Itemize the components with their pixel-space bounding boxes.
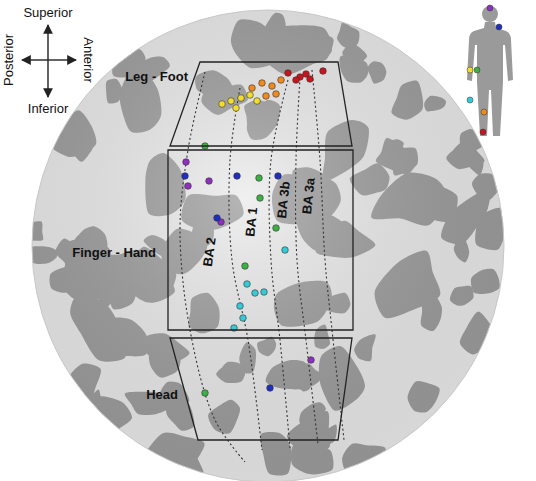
area-boundaries [180,70,344,462]
electrode-dot [183,159,190,166]
figure-body [467,22,513,136]
electrode-dot [275,173,282,180]
electrode-dot [238,95,245,102]
electrode-dot [242,263,249,270]
electrode-dot [233,105,240,112]
figure-dot [481,109,487,115]
electrode-dot [263,93,270,100]
region-outline [168,150,353,330]
figure-dot [474,67,480,73]
electrode-dot [259,80,266,87]
region-border [168,150,353,330]
area-boundary [180,72,245,462]
direction-label: Posterior [2,34,16,86]
electrode-dot [252,290,259,297]
area-label: BA 1 [243,207,260,237]
figure-head [482,6,498,22]
electrode-dot [257,195,264,202]
body-region-box: Head [170,338,352,440]
sphere-shading [32,10,504,481]
region-label: Leg - Foot [125,70,188,84]
electrode-dot [308,357,315,364]
electrode-dot [293,77,300,84]
figure-dot [480,129,486,135]
electrode-dot [269,83,276,90]
electrode-dot [249,85,256,92]
electrode-dot [307,76,314,83]
electrode-dot [261,289,268,296]
electrode-dot [244,281,251,288]
body-region-box: Leg - Foot [170,62,352,146]
area-boundary [312,70,344,440]
region-label: Finger - Hand [72,246,156,260]
area-boundary [269,80,290,448]
electrode-dot [182,173,189,180]
electrode-dot [320,68,327,75]
figure-dot [467,67,473,73]
area-boundary [296,78,318,444]
orientation-compass [22,25,76,97]
area-boundary [229,88,262,450]
direction-label: Anterior [81,37,95,83]
electrode-dot [214,215,221,222]
electrode-dot [219,101,226,108]
region-label: Head [146,388,178,402]
region-outline [170,338,352,440]
electrode-dots [182,68,327,397]
electrode-dot [273,225,280,232]
electrode-dot [273,91,280,98]
electrode-dot [234,173,241,180]
figure-dot [467,97,473,103]
direction-label: Superior [23,6,72,20]
electrode-dot [254,98,261,105]
electrode-dot [267,385,274,392]
electrode-dot [278,77,285,84]
electrode-dot [282,247,289,254]
region-outline [170,62,352,146]
region-border [170,338,352,440]
body-figure [467,5,513,136]
direction-label: Inferior [28,102,68,116]
electrode-dot [206,178,213,185]
electrode-dot [285,70,292,77]
electrode-dot [237,303,244,310]
electrode-dot [247,92,254,99]
body-region-box: Finger - Hand [168,150,353,330]
region-border [170,62,352,146]
figure-dot [487,5,493,11]
inflated-sphere [32,10,504,481]
figure-dot [496,24,502,30]
electrode-dot [240,315,247,322]
electrode-dot [256,175,263,182]
electrode-dot [228,98,235,105]
electrode-dot [185,183,192,190]
electrode-dot [202,390,209,397]
